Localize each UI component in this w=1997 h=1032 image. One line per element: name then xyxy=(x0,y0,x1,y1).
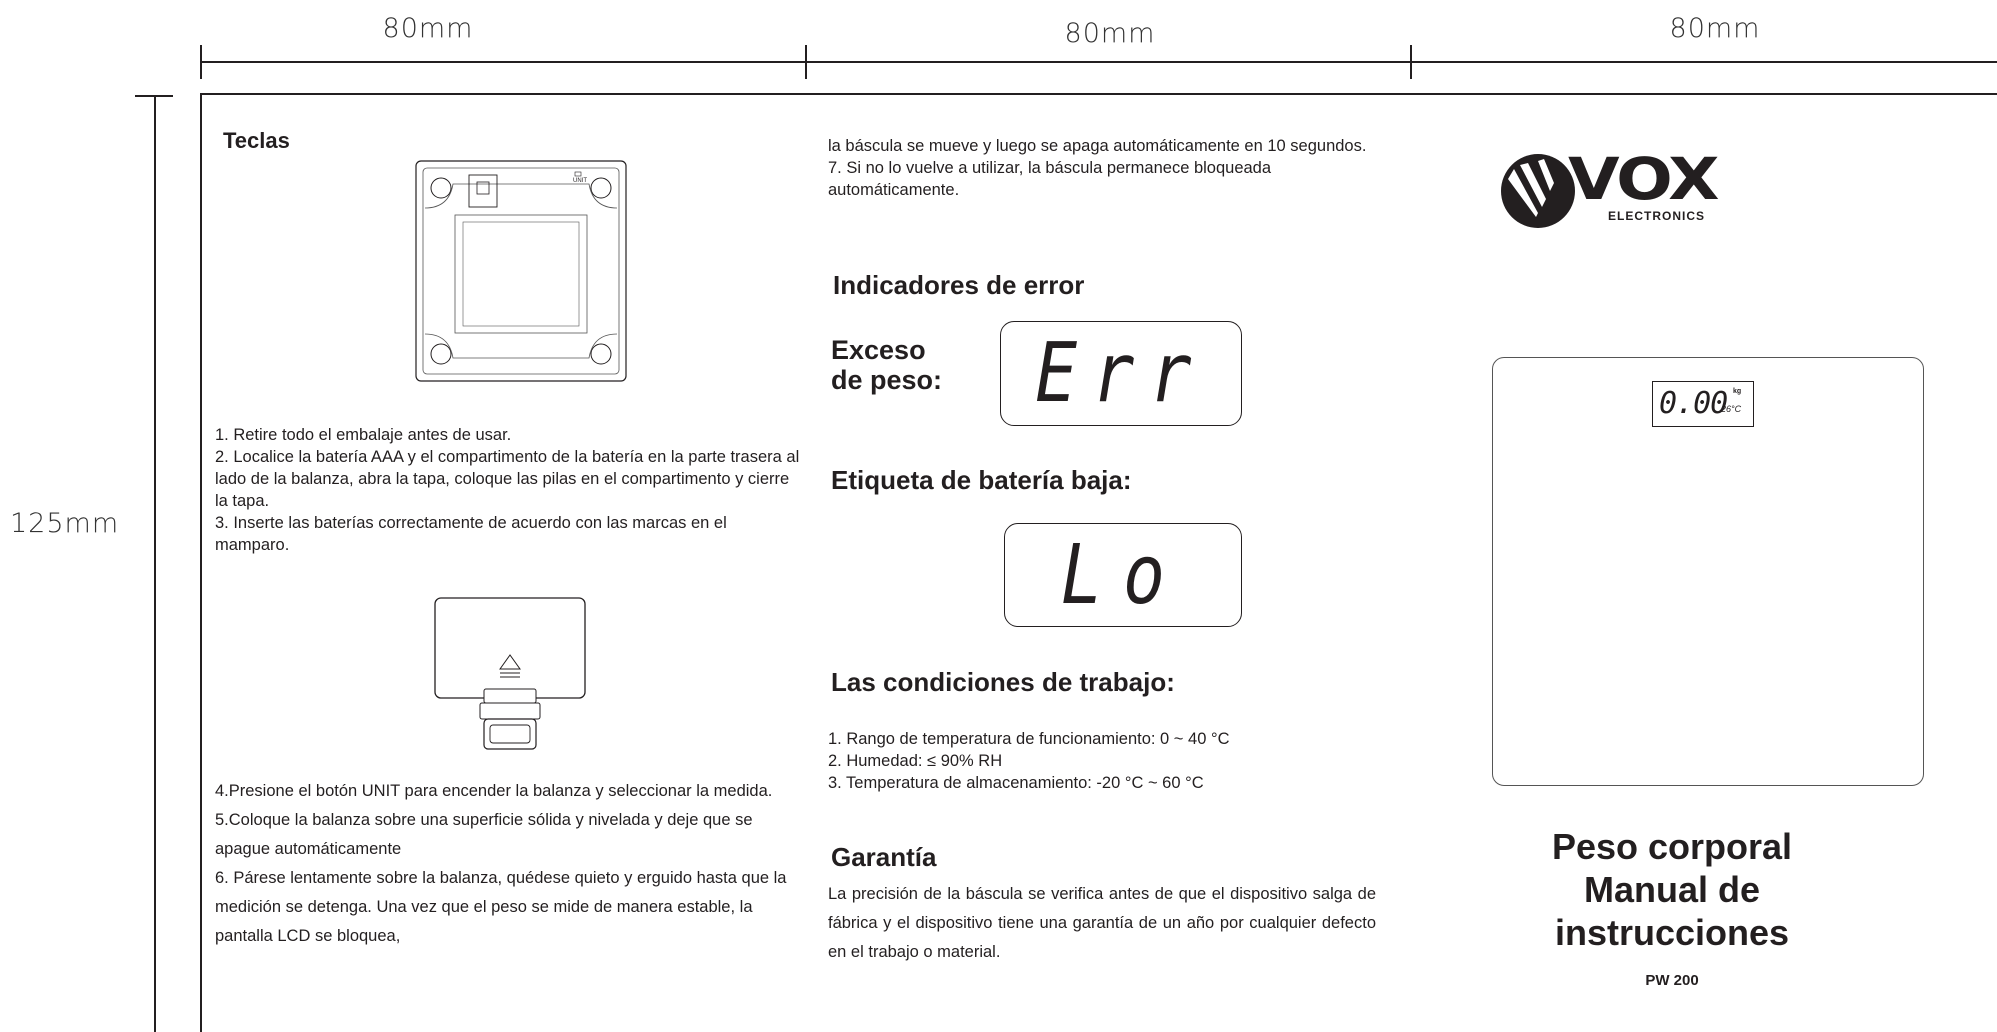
step-1: 1. Retire todo el embalaje antes de usar… xyxy=(215,426,512,444)
vox-logo-subtext: ELECTRONICS xyxy=(1608,209,1706,223)
manual-title: Peso corporal Manual de instrucciones xyxy=(1462,825,1882,954)
title-line-2: Manual de xyxy=(1583,869,1761,910)
panel-left-border xyxy=(200,93,202,1032)
panel-1: Teclas UNIT 1. Retire todo el embalaje a… xyxy=(202,95,802,1032)
condition-2: 2. Humedad: ≤ 90% RH xyxy=(828,752,1003,770)
steps-list-a: 1. Retire todo el embalaje antes de usar… xyxy=(215,424,800,556)
errors-heading: Indicadores de error xyxy=(833,270,1085,300)
unit-key-label: UNIT xyxy=(573,178,587,184)
low-battery-display: Lo xyxy=(1004,523,1242,627)
condition-3: 3. Temperatura de almacenamiento: -20 °C… xyxy=(828,774,1204,792)
low-battery-heading: Etiqueta de batería baja: xyxy=(831,465,1132,495)
conditions-list: 1. Rango de temperatura de funcionamient… xyxy=(828,728,1388,794)
keys-heading: Teclas xyxy=(223,128,290,153)
side-dimension-line xyxy=(154,95,156,1032)
tick-2 xyxy=(805,45,807,79)
tick-1 xyxy=(200,45,202,79)
conditions-heading: Las condiciones de trabajo: xyxy=(831,667,1175,697)
title-line-3: instrucciones xyxy=(1554,912,1790,953)
step-5: 5.Coloque la balanza sobre una superfici… xyxy=(215,811,753,858)
step-6: 6. Párese lentamente sobre la balanza, q… xyxy=(215,869,787,945)
overweight-display: Err xyxy=(1000,321,1242,426)
steps-list-b: 4.Presione el botón UNIT para encender l… xyxy=(215,777,800,951)
overweight-label: Exceso de peso: xyxy=(831,335,943,395)
panel-2: la báscula se mueve y luego se apaga aut… xyxy=(828,95,1388,1032)
step-2: 2. Localice la batería AAA y el comparti… xyxy=(215,448,800,510)
vox-logo-text: VOX xyxy=(1568,145,1720,213)
dimension-col1: 80mm xyxy=(382,13,474,44)
scale-display: 0.00 kg 26°C xyxy=(1652,381,1754,427)
scale-bottom-view: UNIT xyxy=(415,160,627,382)
tick-3 xyxy=(1410,45,1412,79)
vox-logo: VOX ELECTRONICS xyxy=(1500,145,1720,228)
warranty-text: La precisión de la báscula se verifica a… xyxy=(828,885,1376,961)
scale-top-view: 0.00 kg 26°C xyxy=(1492,357,1924,786)
step-3: 3. Inserte las baterías correctamente de… xyxy=(215,514,727,554)
dimension-col3: 80mm xyxy=(1669,13,1761,44)
panel-top-border xyxy=(200,93,1997,95)
title-line-1: Peso corporal xyxy=(1551,826,1793,867)
step-7: 7. Si no lo vuelve a utilizar, la báscul… xyxy=(828,159,1272,199)
top-dimension-line xyxy=(200,61,1997,63)
panel-3: VOX ELECTRONICS 0.00 kg 26°C Peso corpor… xyxy=(1412,95,1997,1032)
step-6-continued: la báscula se mueve y luego se apaga aut… xyxy=(828,137,1367,155)
side-tick-top xyxy=(135,95,173,97)
battery-cover-drawing xyxy=(434,597,586,750)
dimension-height: 125mm xyxy=(10,508,120,539)
continuation-text: la báscula se mueve y luego se apaga aut… xyxy=(828,135,1388,201)
dimension-col2: 80mm xyxy=(1064,18,1156,49)
warranty-heading: Garantía xyxy=(831,842,937,872)
vox-logo-emblem xyxy=(1501,154,1575,228)
step-4: 4.Presione el botón UNIT para encender l… xyxy=(215,782,773,800)
condition-1: 1. Rango de temperatura de funcionamient… xyxy=(828,730,1230,748)
model-number: PW 200 xyxy=(1645,972,1699,989)
